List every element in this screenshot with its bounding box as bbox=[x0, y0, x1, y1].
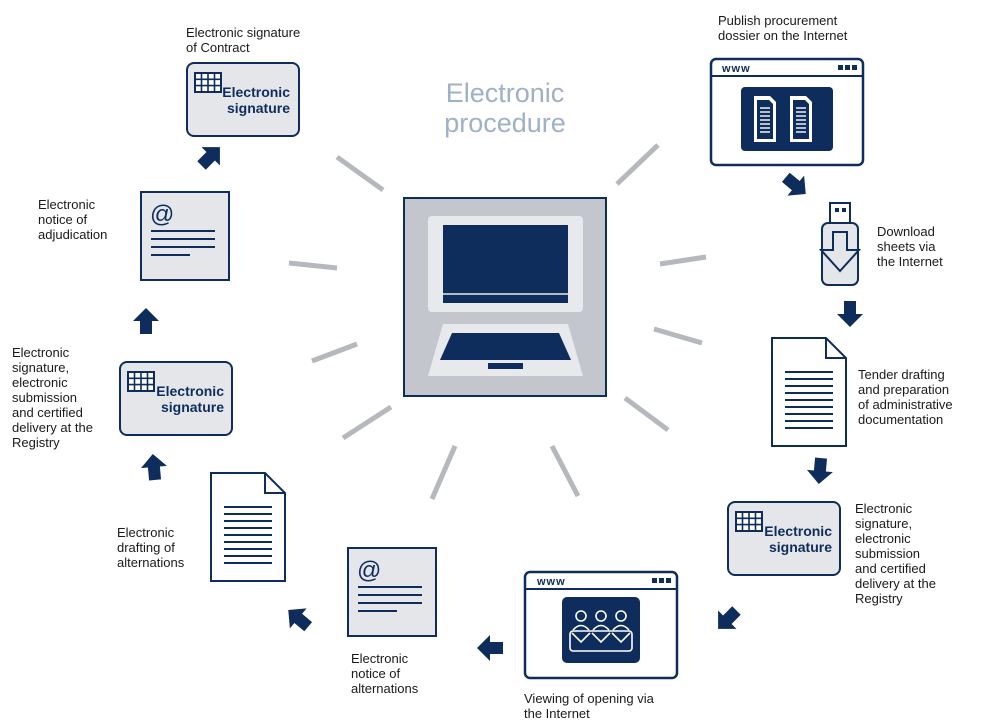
grid-icon bbox=[194, 72, 222, 93]
step-label-notice-alternations: Electronic notice of alternations bbox=[351, 651, 419, 696]
ray bbox=[549, 444, 581, 498]
at-sign-icon: @ bbox=[357, 557, 381, 584]
radiating-rays bbox=[288, 143, 707, 500]
step-label-signature-left: Electronic signature, electronic submiss… bbox=[12, 345, 93, 450]
grid-icon bbox=[127, 371, 155, 392]
arrow-icon bbox=[837, 301, 863, 327]
ray bbox=[623, 395, 670, 433]
notice-alternations-box: @ bbox=[347, 547, 437, 637]
diagram-title: Electronic procedure bbox=[444, 78, 566, 138]
arrow-icon bbox=[708, 601, 746, 639]
arrow-icon bbox=[477, 635, 503, 661]
ray bbox=[335, 154, 385, 193]
step-label-signature-contract: Electronic signature of Contract bbox=[186, 25, 301, 55]
ray bbox=[615, 143, 660, 186]
step-label-notice-adjudication: Electronic notice of adjudication bbox=[38, 197, 108, 242]
step-label-opening: Viewing of opening via the Internet bbox=[524, 691, 654, 721]
opening-browser-icon: www bbox=[523, 570, 679, 680]
arrow-icon bbox=[805, 456, 834, 486]
at-sign-icon: @ bbox=[150, 201, 174, 228]
opening-browser-www: www bbox=[536, 576, 566, 588]
arrow-icon bbox=[133, 308, 159, 334]
notice-adjudication-box: @ bbox=[140, 191, 230, 281]
ray bbox=[311, 341, 358, 364]
step-label-drafting-alternations: Electronic drafting of alternations bbox=[117, 525, 185, 570]
step-label-signature-right: Electronic signature, electronic submiss… bbox=[855, 501, 936, 606]
arrow-icon bbox=[279, 600, 317, 637]
laptop-icon bbox=[403, 197, 607, 397]
publish-browser-icon: www bbox=[709, 57, 865, 167]
people-at-table-icon bbox=[569, 610, 633, 652]
usb-drive-icon bbox=[818, 202, 862, 286]
documents-icon bbox=[754, 96, 812, 142]
drafting-alternations-document-icon bbox=[210, 472, 286, 582]
arrow-icon bbox=[192, 137, 230, 175]
step-label-publish: Publish procurement dossier on the Inter… bbox=[718, 13, 848, 43]
step-label-download: Download sheets via the Internet bbox=[877, 224, 943, 269]
arrow-icon bbox=[139, 452, 168, 482]
grid-icon bbox=[735, 511, 763, 532]
ray bbox=[659, 254, 707, 267]
ray bbox=[288, 260, 338, 271]
ray bbox=[653, 326, 703, 346]
arrow-icon bbox=[777, 167, 815, 204]
ray bbox=[341, 404, 393, 441]
step-label-tender: Tender drafting and preparation of admin… bbox=[858, 367, 953, 427]
publish-browser-www: www bbox=[721, 63, 751, 75]
tender-document-icon bbox=[771, 337, 847, 447]
ray bbox=[429, 445, 458, 500]
